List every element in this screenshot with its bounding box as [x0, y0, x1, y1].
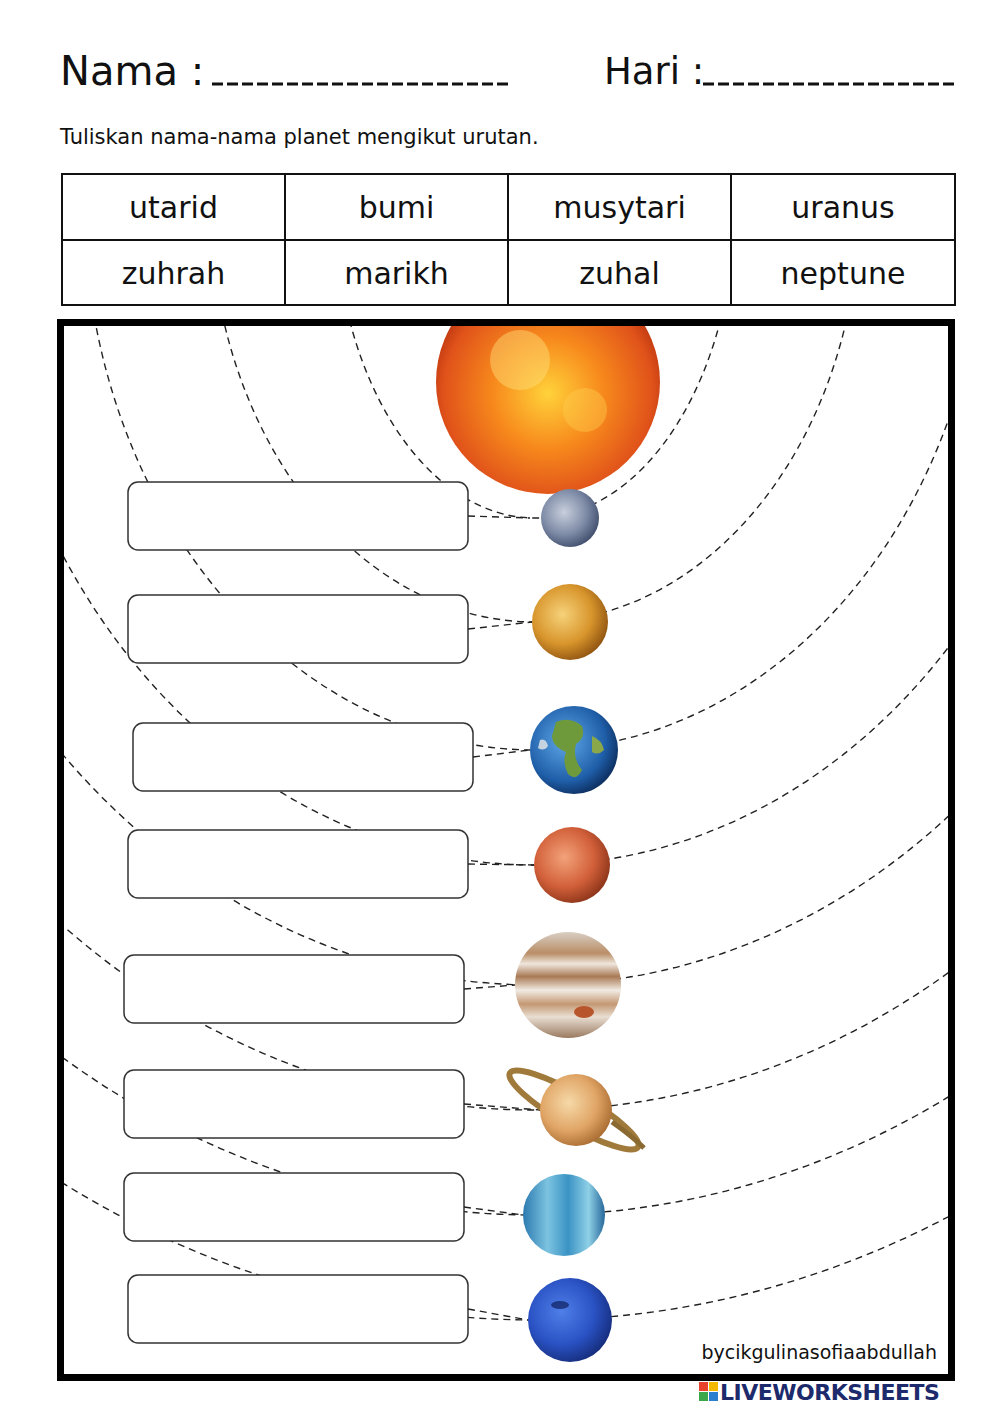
table-cell: musytari	[510, 176, 729, 238]
orbit-line	[64, 326, 948, 985]
table-cell: bumi	[287, 176, 506, 238]
table-cell: marikh	[287, 242, 506, 304]
answer-box	[124, 1070, 464, 1138]
answer-box	[133, 723, 473, 791]
orbit-lines	[64, 326, 948, 1320]
instruction-text: Tuliskan nama-nama planet mengikut uruta…	[60, 122, 660, 152]
answer-box	[128, 482, 468, 550]
leader-line	[473, 750, 530, 757]
leader-line	[468, 622, 532, 629]
mercury	[541, 489, 599, 547]
leader-line	[468, 864, 534, 865]
word-table	[62, 174, 955, 305]
table-cell: zuhrah	[64, 242, 283, 304]
brand-watermark: LIVEWORKSHEETS	[720, 1380, 992, 1404]
answer-blank	[212, 83, 958, 86]
leader-line	[468, 516, 530, 518]
leader-line	[468, 1309, 528, 1320]
field-label: Hari :	[604, 44, 704, 98]
orbit-line	[64, 326, 948, 1110]
mars	[534, 827, 610, 903]
uranus	[523, 1174, 605, 1256]
jupiter	[515, 932, 621, 1038]
answer-box	[128, 830, 468, 898]
answer-box	[124, 955, 464, 1023]
credit-text: bycikgulinasofiaabdullah	[668, 1338, 940, 1366]
brand-icon	[699, 1382, 718, 1401]
picture-frame	[61, 323, 952, 1378]
field-label: Nama :	[60, 44, 210, 98]
answer-box	[128, 1275, 468, 1343]
orbit-line	[64, 326, 948, 1320]
leader-line	[464, 1104, 540, 1110]
table-cell: neptune	[733, 242, 953, 304]
answer-box	[124, 1173, 464, 1241]
sun	[436, 326, 660, 494]
table-cell: utarid	[64, 176, 283, 238]
venus	[532, 584, 608, 660]
planets	[502, 489, 648, 1362]
orbit-line	[210, 326, 860, 622]
leader-line	[464, 985, 515, 989]
leader-line	[464, 1207, 523, 1215]
neptune	[528, 1278, 612, 1362]
text-patch: bycikgulinasofiaabdullah	[698, 1341, 940, 1363]
orbit-line	[84, 326, 948, 750]
table-cell: uranus	[733, 176, 953, 238]
answer-boxes	[124, 482, 540, 1343]
orbit-line	[64, 326, 948, 865]
saturn	[502, 1059, 648, 1161]
earth	[530, 706, 618, 794]
answer-box	[128, 595, 468, 663]
orbit-line	[64, 326, 948, 1215]
table-cell: zuhal	[510, 242, 729, 304]
